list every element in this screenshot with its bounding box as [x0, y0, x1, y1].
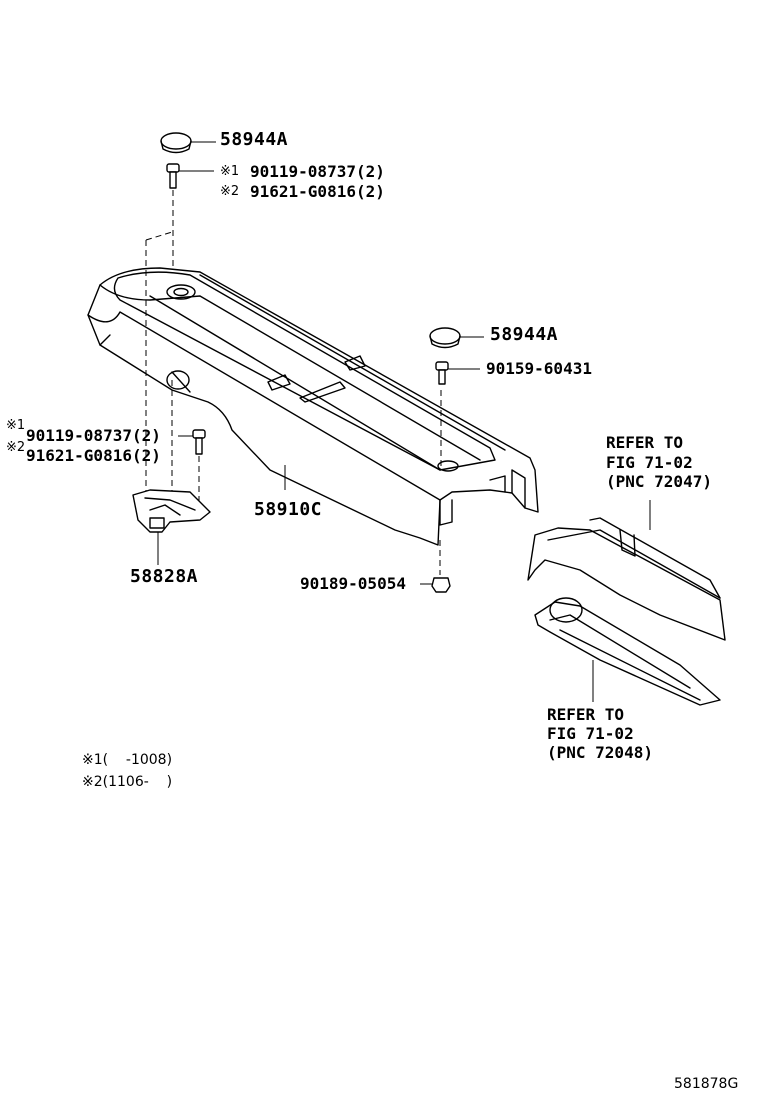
screw-90159-label: 90159-60431	[486, 359, 592, 378]
bolt-left-label-1: 90119-08737(2)	[26, 426, 161, 445]
adjacent-console-part	[527, 500, 726, 706]
refer-a-line3: (PNC 72047)	[606, 472, 712, 491]
clip-90189-part	[420, 540, 451, 593]
cap-58944a-top-label: 58944A	[220, 129, 289, 150]
bracket-58828a-label: 58828A	[130, 566, 199, 587]
cap-58944a-mid-label: 58944A	[490, 324, 559, 345]
note-mark-2: ※2	[220, 184, 240, 199]
screw-90159-part	[435, 361, 480, 385]
bolt-top-label-1: 90119-08737(2)	[250, 162, 385, 181]
clip-90189-label: 90189-05054	[300, 574, 406, 593]
refer-b-line2: FIG 71-02	[547, 724, 634, 743]
note-mark-1: ※1	[220, 164, 240, 179]
refer-a-line1: REFER TO	[606, 433, 684, 452]
cap-58944a-mid-part	[429, 327, 484, 349]
bolt-left-label-2: 91621-G0816(2)	[26, 446, 161, 465]
note-mark-2b: ※2	[6, 440, 26, 455]
bolt-top-label-2: 91621-G0816(2)	[250, 182, 385, 201]
console-panel-58910c-label: 58910C	[254, 499, 323, 520]
footnote-2: ※2(1106- )	[82, 774, 173, 790]
footnote-1: ※1( -1008)	[82, 752, 173, 768]
console-panel-58910c-part	[87, 231, 539, 546]
refer-b-line3: (PNC 72048)	[547, 743, 653, 762]
bracket-58828a-part	[132, 489, 211, 565]
refer-b-line1: REFER TO	[547, 705, 625, 724]
refer-a-line2: FIG 71-02	[606, 453, 693, 472]
diagram-code: 581878G	[674, 1076, 739, 1092]
note-mark-1b: ※1	[6, 418, 26, 433]
cap-58944a-top-part	[160, 132, 216, 154]
bolt-left-part	[171, 380, 206, 505]
